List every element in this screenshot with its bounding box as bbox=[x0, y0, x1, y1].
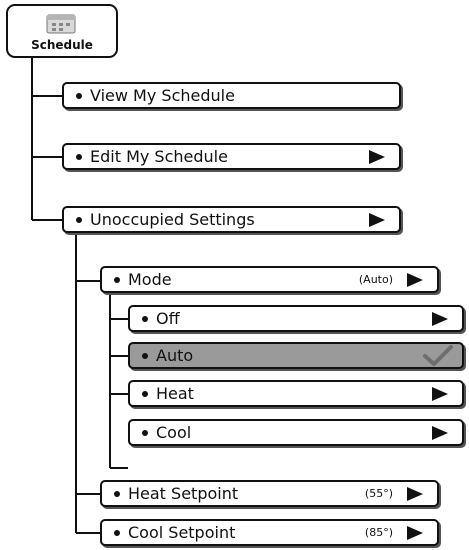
arrow-right-icon bbox=[407, 273, 423, 287]
arrow-right-icon bbox=[432, 312, 448, 326]
edit-my-schedule-item[interactable]: Edit My Schedule bbox=[62, 143, 401, 170]
arrow-right-icon bbox=[432, 426, 448, 440]
item-label: Cool Setpoint bbox=[128, 523, 236, 542]
calendar-icon bbox=[46, 14, 76, 34]
bullet-icon bbox=[142, 429, 148, 436]
view-my-schedule-item[interactable]: View My Schedule bbox=[62, 82, 401, 109]
bullet-icon bbox=[76, 153, 82, 160]
mode-option-cool[interactable]: Cool bbox=[128, 419, 464, 446]
checkmark-icon bbox=[423, 345, 453, 366]
cool-setpoint-value: (85°) bbox=[364, 526, 393, 539]
schedule-root-node[interactable]: Schedule bbox=[6, 4, 118, 58]
unoccupied-settings-item[interactable]: Unoccupied Settings bbox=[62, 206, 401, 233]
bullet-icon bbox=[114, 276, 120, 283]
schedule-label: Schedule bbox=[31, 38, 93, 52]
mode-option-auto[interactable]: Auto bbox=[128, 342, 464, 369]
mode-item[interactable]: Mode (Auto) bbox=[100, 266, 439, 293]
item-label: Heat bbox=[156, 384, 194, 403]
bullet-icon bbox=[114, 529, 120, 536]
item-label: Off bbox=[156, 309, 180, 328]
item-label: Edit My Schedule bbox=[90, 147, 228, 166]
heat-setpoint-item[interactable]: Heat Setpoint (55°) bbox=[100, 480, 439, 507]
bullet-icon bbox=[114, 490, 120, 497]
item-label: View My Schedule bbox=[90, 86, 235, 105]
heat-setpoint-value: (55°) bbox=[364, 487, 393, 500]
arrow-right-icon bbox=[407, 487, 423, 501]
item-label: Cool bbox=[156, 423, 192, 442]
mode-value: (Auto) bbox=[358, 273, 393, 286]
mode-option-off[interactable]: Off bbox=[128, 305, 464, 332]
item-label: Heat Setpoint bbox=[128, 484, 239, 503]
bullet-icon bbox=[142, 390, 148, 397]
arrow-right-icon bbox=[369, 213, 385, 227]
bullet-icon bbox=[76, 216, 82, 223]
arrow-right-icon bbox=[432, 387, 448, 401]
cool-setpoint-item[interactable]: Cool Setpoint (85°) bbox=[100, 519, 439, 546]
arrow-right-icon bbox=[407, 526, 423, 540]
bullet-icon bbox=[142, 352, 148, 359]
arrow-right-icon bbox=[369, 150, 385, 164]
item-label: Unoccupied Settings bbox=[90, 210, 255, 229]
mode-option-heat[interactable]: Heat bbox=[128, 380, 464, 407]
bullet-icon bbox=[76, 92, 82, 99]
bullet-icon bbox=[142, 315, 148, 322]
item-label: Auto bbox=[156, 346, 194, 365]
item-label: Mode bbox=[128, 270, 172, 289]
